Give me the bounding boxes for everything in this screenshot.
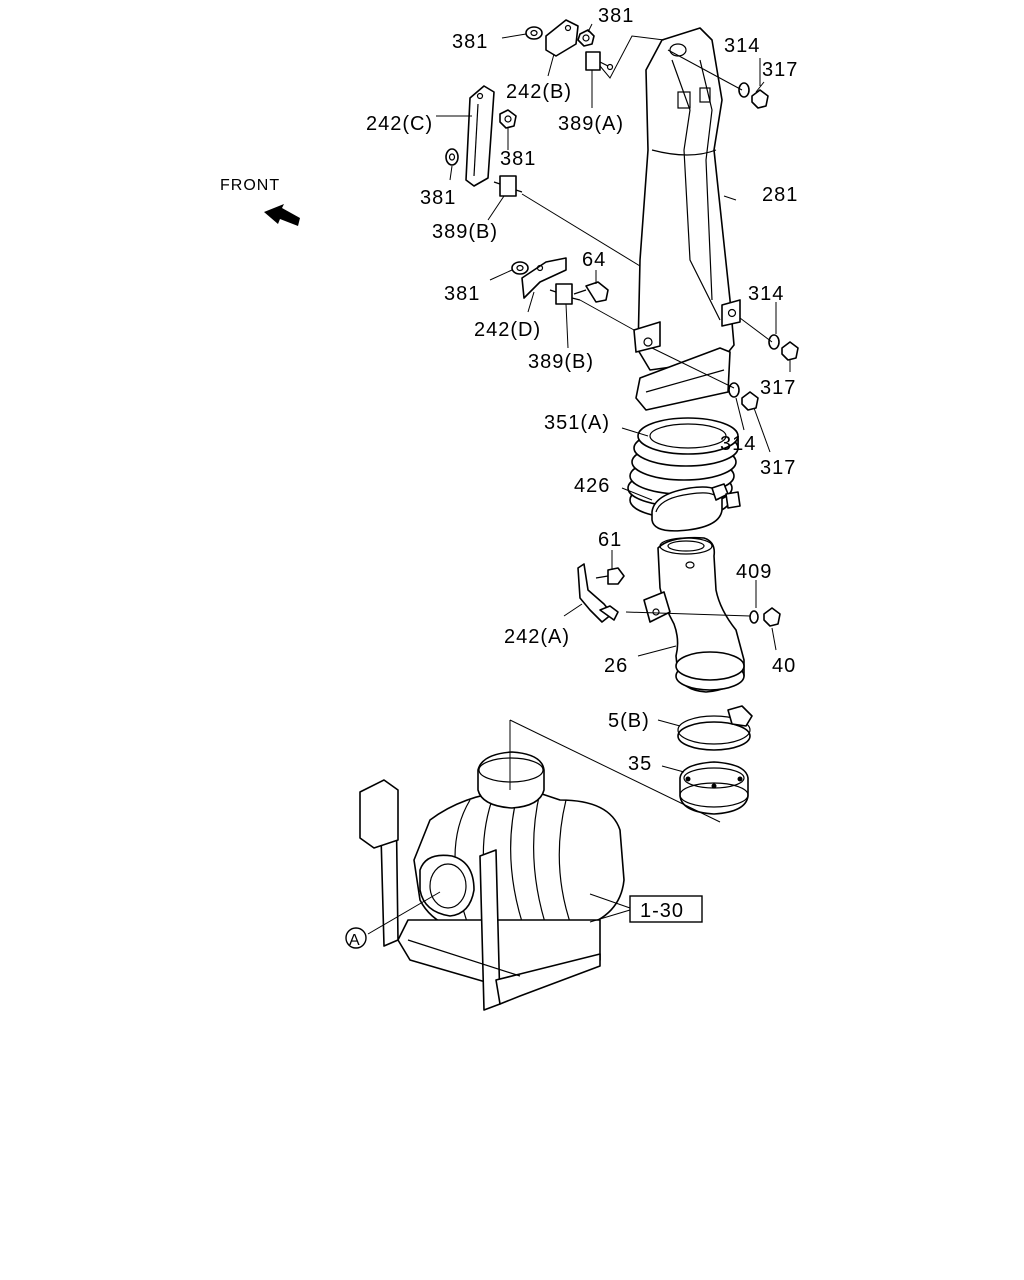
label-389b-1: 389(B) <box>432 221 498 243</box>
label-409: 409 <box>736 561 772 583</box>
label-381-d: 381 <box>420 187 456 209</box>
nut-317-1 <box>751 89 769 109</box>
washer-314-3 <box>728 382 740 398</box>
label-242d: 242(D) <box>474 319 541 341</box>
label-61: 61 <box>598 529 622 551</box>
air-duct-281 <box>633 27 741 411</box>
label-426: 426 <box>574 475 610 497</box>
nut-40 <box>763 607 781 627</box>
label-242a: 242(A) <box>504 626 570 648</box>
label-281: 281 <box>762 184 798 206</box>
label-40: 40 <box>772 655 796 677</box>
nut-381-d <box>445 148 459 166</box>
label-35: 35 <box>628 753 652 775</box>
mount-389a <box>585 51 614 71</box>
nut-381-e <box>511 261 529 275</box>
label-242b: 242(B) <box>506 81 572 103</box>
label-317-3: 317 <box>760 457 796 479</box>
label-5b: 5(B) <box>608 710 650 732</box>
label-64: 64 <box>582 249 606 271</box>
reference-box <box>629 895 703 923</box>
seal-ring-35 <box>679 761 749 815</box>
clamp-5b <box>677 705 753 751</box>
nut-381-a <box>525 26 543 40</box>
label-314-2: 314 <box>748 283 784 305</box>
label-381-e: 381 <box>444 283 480 305</box>
washer-409 <box>749 610 759 624</box>
label-381-a: 381 <box>452 31 488 53</box>
label-381-b: 381 <box>598 5 634 27</box>
mount-389b-lower <box>549 283 581 305</box>
label-317-1: 317 <box>762 59 798 81</box>
nut-381-c <box>499 109 517 129</box>
clamp-426 <box>651 483 741 532</box>
bolt-61 <box>595 567 625 585</box>
bracket-242a <box>577 563 619 623</box>
label-351a: 351(A) <box>544 412 610 434</box>
bracket-242c <box>465 85 495 187</box>
label-389b-2: 389(B) <box>528 351 594 373</box>
leader-lines <box>367 23 791 935</box>
label-242c: 242(C) <box>366 113 433 135</box>
reference-marker-circle <box>345 927 367 949</box>
bolt-64 <box>573 281 609 303</box>
label-26: 26 <box>604 655 628 677</box>
mount-389b-upper <box>493 175 523 197</box>
label-381-c: 381 <box>500 148 536 170</box>
label-389a: 389(A) <box>558 113 624 135</box>
air-cleaner-assembly <box>359 751 625 1011</box>
bracket-242d <box>521 257 567 299</box>
nut-317-3 <box>741 391 759 411</box>
washer-314-2 <box>768 334 780 350</box>
reference-box-label: 1-30 <box>640 900 684 922</box>
label-317-2: 317 <box>760 377 796 399</box>
front-arrow-icon <box>264 204 300 226</box>
label-314-3: 314 <box>720 433 756 455</box>
nut-381-b <box>577 29 595 47</box>
bracket-242b <box>545 19 579 57</box>
reference-marker-label: A <box>349 932 361 949</box>
nut-317-2 <box>781 341 799 361</box>
washer-314-1 <box>738 82 750 98</box>
front-label: FRONT <box>220 177 280 194</box>
label-314-1: 314 <box>724 35 760 57</box>
